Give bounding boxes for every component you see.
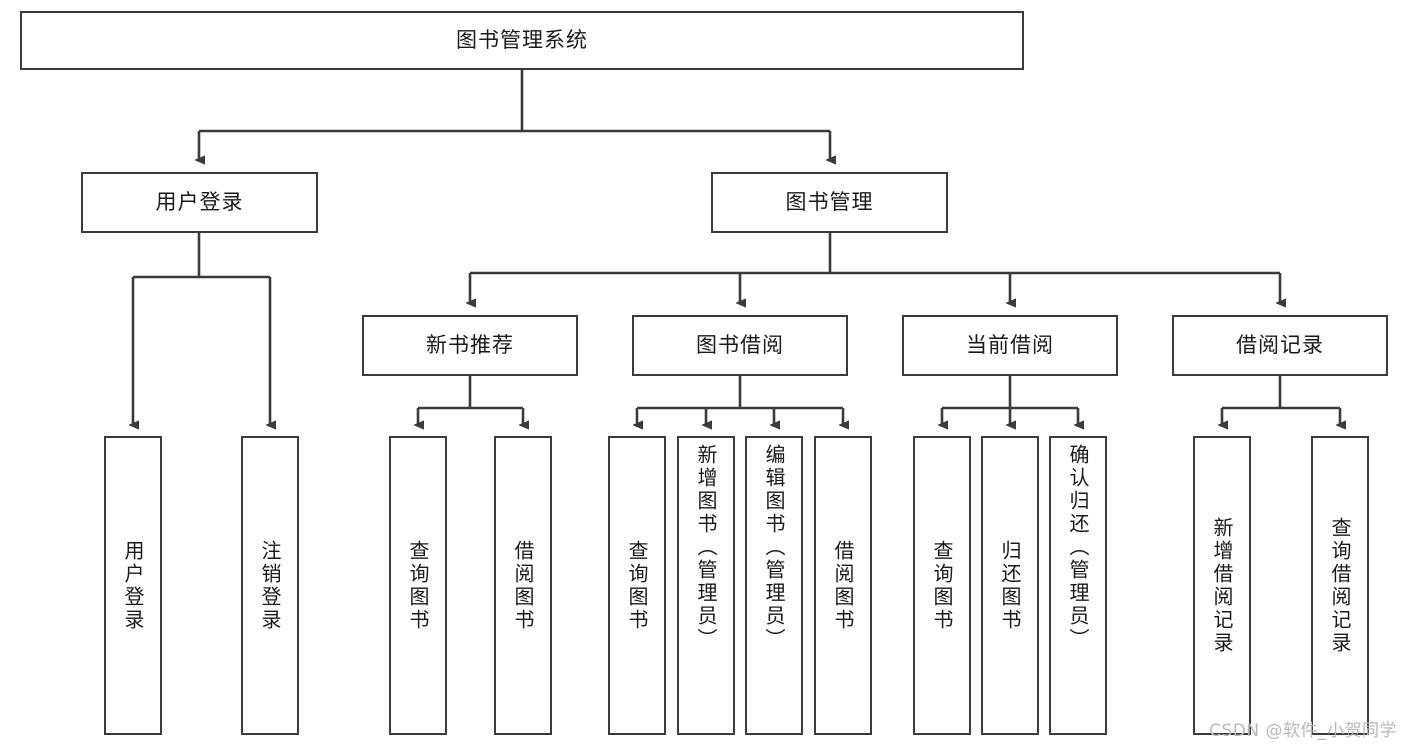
node-label: 借阅图书: [511, 539, 535, 632]
leaf-add-borrow-record[interactable]: 新增借阅记录: [1193, 436, 1251, 735]
node-label: 图书借阅: [696, 332, 784, 357]
node-label: 用户登录: [121, 539, 145, 632]
node-book-management[interactable]: 图书管理: [711, 172, 948, 233]
node-label: 当前借阅: [966, 332, 1054, 357]
node-current-borrow[interactable]: 当前借阅: [902, 315, 1118, 376]
node-label: 注销登录: [258, 539, 282, 632]
leaf-user-login[interactable]: 用户登录: [104, 436, 162, 735]
node-label: 新书推荐: [426, 332, 514, 357]
node-label: 查询图书: [930, 539, 954, 632]
node-borrow-record[interactable]: 借阅记录: [1172, 315, 1388, 376]
leaf-confirm-return-admin[interactable]: 确认归还（管理员）: [1049, 436, 1107, 735]
leaf-add-book-admin[interactable]: 新增图书（管理员）: [677, 436, 735, 735]
node-label: 图书管理系统: [456, 27, 588, 52]
node-label: 新增借阅记录: [1210, 516, 1234, 655]
leaf-query-borrow-record[interactable]: 查询借阅记录: [1311, 436, 1369, 735]
leaf-query-book-borrow[interactable]: 查询图书: [608, 436, 666, 735]
node-user-login[interactable]: 用户登录: [81, 172, 318, 233]
leaf-borrow-book[interactable]: 借阅图书: [814, 436, 872, 735]
node-new-book-recommend[interactable]: 新书推荐: [362, 315, 578, 376]
leaf-borrow-book-recommend[interactable]: 借阅图书: [494, 436, 552, 735]
node-label: 借阅记录: [1236, 332, 1324, 357]
node-label: 查询借阅记录: [1328, 516, 1352, 655]
leaf-return-book[interactable]: 归还图书: [981, 436, 1039, 735]
node-book-borrow[interactable]: 图书借阅: [632, 315, 848, 376]
node-root-system[interactable]: 图书管理系统: [20, 11, 1024, 70]
node-label: 查询图书: [625, 539, 649, 632]
node-label: 确认归还（管理员）: [1066, 444, 1090, 651]
node-label: 图书管理: [785, 189, 874, 214]
node-label: 查询图书: [406, 539, 430, 632]
leaf-query-book-current[interactable]: 查询图书: [913, 436, 971, 735]
leaf-query-book-recommend[interactable]: 查询图书: [389, 436, 447, 735]
node-label: 用户登录: [155, 189, 244, 214]
node-label: 归还图书: [998, 539, 1022, 632]
watermark-text: CSDN @软件_小贺同学: [1209, 721, 1397, 741]
node-label: 新增图书（管理员）: [694, 444, 718, 651]
node-label: 借阅图书: [831, 539, 855, 632]
leaf-edit-book-admin[interactable]: 编辑图书（管理员）: [745, 436, 803, 735]
leaf-logout-login[interactable]: 注销登录: [241, 436, 299, 735]
node-label: 编辑图书（管理员）: [762, 444, 786, 651]
